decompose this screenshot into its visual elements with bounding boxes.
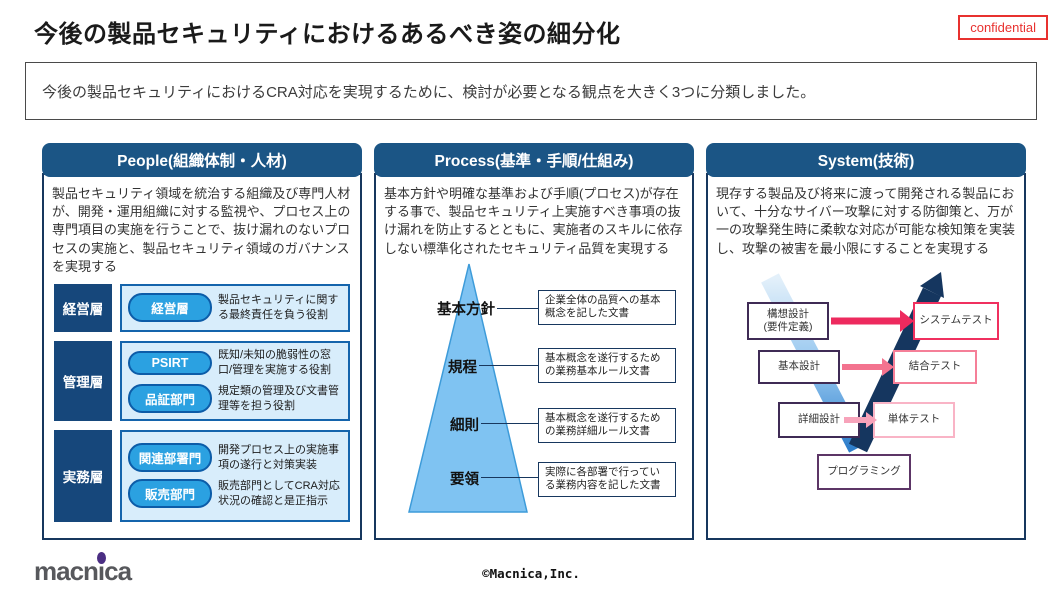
people-description: 製品セキュリティ領域を統治する組織及び専門人材が、開発・運用組織に対する監視や、…: [52, 186, 351, 274]
macnica-logo-text: macnica: [34, 556, 132, 586]
summary-text: 今後の製品セキュリティにおけるCRA対応を実現するために、検討が必要となる観点を…: [42, 83, 816, 101]
system-header: System(技術): [706, 143, 1026, 177]
layer-panel-executive: 経営層 製品セキュリティに関する最終責任を負う役割: [120, 283, 350, 332]
system-test-box: システムテスト: [913, 301, 999, 340]
layer-row-management: 管理層 PSIRT 既知/未知の脆弱性の窓口/管理を実施する役割 品証部門 規定…: [54, 340, 350, 421]
connector-line: [479, 364, 538, 366]
people-body: 製品セキュリティ領域を統治する組織及び専門人材が、開発・運用組織に対する監視や、…: [42, 173, 362, 540]
people-header: People(組織体制・人材): [42, 143, 362, 177]
v-model-diagram: 構想設計 (要件定義) システムテスト 基本設計 結合テスト 詳細設計 単体テス…: [708, 264, 1024, 514]
programming-box: プログラミング: [817, 453, 911, 490]
pyramid-level-2-label: 規程: [448, 359, 477, 376]
pyramid-level-1-note: 企業全体の品質への基本概念を記した文書: [538, 289, 676, 326]
page-title: 今後の製品セキュリティにおけるあるべき姿の細分化: [34, 21, 621, 48]
concept-design-line1: 構想設計: [767, 307, 809, 320]
people-layer-diagram: 経営層 経営層 製品セキュリティに関する最終責任を負う役割 管理層: [54, 283, 350, 522]
integration-test-box: 結合テスト: [893, 349, 977, 384]
summary-box: 今後の製品セキュリティにおけるCRA対応を実現するために、検討が必要となる観点を…: [25, 62, 1037, 120]
pyramid-level-4-label: 要領: [450, 471, 479, 488]
macnica-logo: macnica: [34, 552, 132, 587]
process-body: 基本方針や明確な基準および手順(プロセス)が存在する事で、製品セキュリティ上実施…: [374, 173, 694, 540]
layer-label-executive: 経営層: [54, 283, 112, 332]
unit-test-box: 単体テスト: [873, 401, 955, 438]
concept-design-line2: (要件定義): [763, 320, 813, 333]
pyramid-level-3-label: 細則: [450, 417, 479, 434]
psirt-pill: PSIRT: [128, 350, 212, 375]
confidential-badge: confidential: [958, 15, 1048, 40]
psirt-role-desc: 既知/未知の脆弱性の窓口/管理を実施する役割: [218, 349, 332, 376]
executive-role-desc: 製品セキュリティに関する最終責任を負う役割: [218, 294, 339, 321]
sales-pill: 販売部門: [128, 479, 212, 509]
role-qa: 品証部門 規定類の管理及び文書管理等を担う役割: [128, 384, 342, 414]
role-sales: 販売部門 販売部門としてCRA対応状況の確認と是正指示: [128, 479, 342, 509]
role-related-depts: 関連部署門 開発プロセス上の実施事項の遂行と対策実装: [128, 443, 342, 473]
layer-label-management: 管理層: [54, 340, 112, 421]
role-psirt: PSIRT 既知/未知の脆弱性の窓口/管理を実施する役割: [128, 348, 342, 377]
people-column: People(組織体制・人材) 製品セキュリティ領域を統治する組織及び専門人材が…: [42, 143, 362, 540]
layer-panel-operations: 関連部署門 開発プロセス上の実施事項の遂行と対策実装 販売部門 販売部門としてC…: [120, 429, 350, 522]
system-column: System(技術) 現存する製品及び将来に渡って開発される製品において、十分な…: [706, 143, 1026, 540]
layer-row-executive: 経営層 経営層 製品セキュリティに関する最終責任を負う役割: [54, 283, 350, 332]
basic-design-box: 基本設計: [758, 349, 840, 384]
qa-role-desc: 規定類の管理及び文書管理等を担う役割: [218, 385, 339, 412]
connector-line: [481, 476, 538, 478]
process-description: 基本方針や明確な基準および手順(プロセス)が存在する事で、製品セキュリティ上実施…: [384, 186, 683, 256]
layer-label-operations: 実務層: [54, 429, 112, 522]
document-pyramid: 基本方針 規程 細則 要領 企業全体の品質への基本概念を記した文書 基本概念を遂…: [376, 262, 692, 514]
executive-pill: 経営層: [128, 293, 212, 323]
sales-role-desc: 販売部門としてCRA対応状況の確認と是正指示: [218, 480, 340, 507]
pyramid-level-4-note: 実際に各部署で行っている業務内容を記した文書: [538, 461, 676, 498]
connector-line: [481, 422, 538, 424]
columns-container: People(組織体制・人材) 製品セキュリティ領域を統治する組織及び専門人材が…: [42, 143, 1026, 540]
pyramid-level-1-label: 基本方針: [437, 301, 495, 318]
related-depts-pill: 関連部署門: [128, 443, 212, 473]
system-description: 現存する製品及び将来に渡って開発される製品において、十分なサイバー攻撃に対する防…: [716, 186, 1016, 256]
concept-design-box: 構想設計 (要件定義): [747, 301, 829, 340]
detail-design-box: 詳細設計: [778, 401, 860, 438]
connector-line: [497, 307, 538, 309]
system-body: 現存する製品及び将来に渡って開発される製品において、十分なサイバー攻撃に対する防…: [706, 173, 1026, 540]
related-depts-role-desc: 開発プロセス上の実施事項の遂行と対策実装: [218, 444, 339, 471]
copyright-text: ©Macnica,Inc.: [482, 566, 580, 581]
pyramid-level-2-note: 基本概念を遂行するための業務基本ルール文書: [538, 347, 676, 384]
pyramid-triangle-icon: [408, 263, 528, 513]
pyramid-level-3-note: 基本概念を遂行するための業務詳細ルール文書: [538, 407, 676, 444]
process-header: Process(基準・手順/仕組み): [374, 143, 694, 177]
process-column: Process(基準・手順/仕組み) 基本方針や明確な基準および手順(プロセス)…: [374, 143, 694, 540]
layer-panel-management: PSIRT 既知/未知の脆弱性の窓口/管理を実施する役割 品証部門 規定類の管理…: [120, 340, 350, 421]
layer-row-operations: 実務層 関連部署門 開発プロセス上の実施事項の遂行と対策実装 販売部門 販売部門…: [54, 429, 350, 522]
role-executive: 経営層 製品セキュリティに関する最終責任を負う役割: [128, 293, 342, 323]
qa-pill: 品証部門: [128, 384, 212, 414]
logo-dot-icon: [97, 552, 106, 564]
